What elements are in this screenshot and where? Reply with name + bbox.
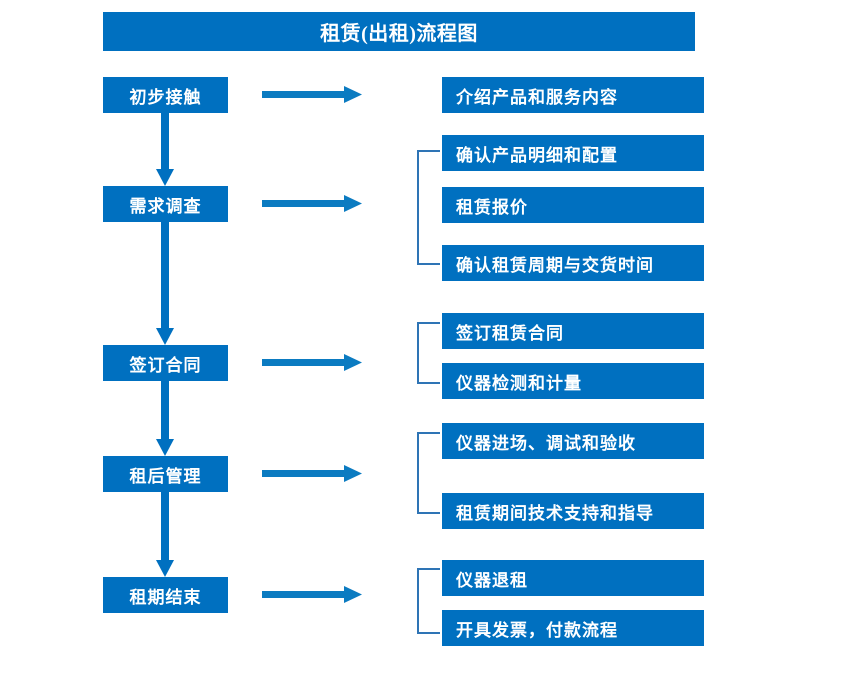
detail-box-instrument-inspection[interactable]: 仪器检测和计量 (442, 363, 704, 399)
group-bracket-lease-end (416, 568, 442, 634)
right-arrow-2 (262, 193, 362, 215)
right-arrow-5 (262, 584, 362, 606)
group-bracket-post-lease-management (416, 432, 442, 514)
down-arrow-3 (154, 381, 176, 456)
right-arrow-1 (262, 84, 362, 106)
right-arrow-4 (262, 463, 362, 485)
stage-box-demand-survey[interactable]: 需求调查 (103, 186, 228, 222)
page-title: 租赁(出租)流程图 (103, 12, 695, 51)
right-arrow-3 (262, 352, 362, 374)
down-arrow-1 (154, 113, 176, 186)
detail-box-introduce-products[interactable]: 介绍产品和服务内容 (442, 77, 704, 113)
detail-box-instrument-delivery[interactable]: 仪器进场、调试和验收 (442, 423, 704, 459)
stage-box-lease-end[interactable]: 租期结束 (103, 577, 228, 613)
detail-box-lease-quotation[interactable]: 租赁报价 (442, 187, 704, 223)
group-bracket-sign-contract (416, 322, 442, 384)
detail-box-sign-lease-contract[interactable]: 签订租赁合同 (442, 313, 704, 349)
stage-box-post-lease-management[interactable]: 租后管理 (103, 456, 228, 492)
down-arrow-2 (154, 222, 176, 345)
group-bracket-demand-survey (416, 150, 442, 265)
detail-box-invoice-payment[interactable]: 开具发票，付款流程 (442, 610, 704, 646)
detail-box-technical-support[interactable]: 租赁期间技术支持和指导 (442, 493, 704, 529)
down-arrow-4 (154, 492, 176, 577)
stage-box-initial-contact[interactable]: 初步接触 (103, 77, 228, 113)
detail-box-confirm-lease-period[interactable]: 确认租赁周期与交货时间 (442, 245, 704, 281)
detail-box-confirm-product-spec[interactable]: 确认产品明细和配置 (442, 135, 704, 171)
stage-box-sign-contract[interactable]: 签订合同 (103, 345, 228, 381)
detail-box-instrument-return[interactable]: 仪器退租 (442, 560, 704, 596)
